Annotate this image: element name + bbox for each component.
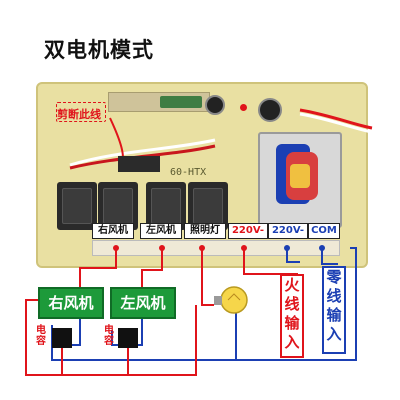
terminal-block [92, 240, 340, 256]
terminal-right-fan: 右风机 [92, 223, 134, 239]
terminal-left-fan: 左风机 [140, 223, 182, 239]
terminal-220v-l: 220V-L [228, 223, 268, 250]
capacitor-icon [118, 328, 138, 348]
ic-chip [118, 156, 160, 172]
relay-1 [57, 182, 97, 230]
left-fan-box: 左风机 [110, 287, 176, 319]
cut-wire-label: 剪断此线 [57, 108, 101, 121]
capacitor-icon [258, 98, 282, 122]
led-icon [240, 104, 247, 111]
green-terminal [160, 96, 202, 108]
right-fan-cap-label: 电容 [36, 325, 46, 347]
transformer-icon [258, 132, 342, 228]
capacitor-icon [205, 95, 225, 115]
relay-4 [188, 182, 228, 230]
live-input-box: 火线输入 [280, 274, 304, 358]
relay-3 [146, 182, 186, 230]
capacitor-icon [52, 328, 72, 348]
page-title: 双电机模式 [44, 38, 154, 62]
relay-2 [98, 182, 138, 230]
bulb-icon [214, 286, 248, 314]
right-fan-box: 右风机 [38, 287, 104, 319]
neutral-input-box: 零线输入 [322, 266, 346, 354]
terminal-light: 照明灯 [184, 223, 226, 239]
left-fan-cap-label: 电容 [104, 325, 114, 347]
board-code: 60-HTX [170, 167, 207, 178]
cut-wire-marker [56, 102, 106, 122]
terminal-com: COM [308, 223, 340, 239]
